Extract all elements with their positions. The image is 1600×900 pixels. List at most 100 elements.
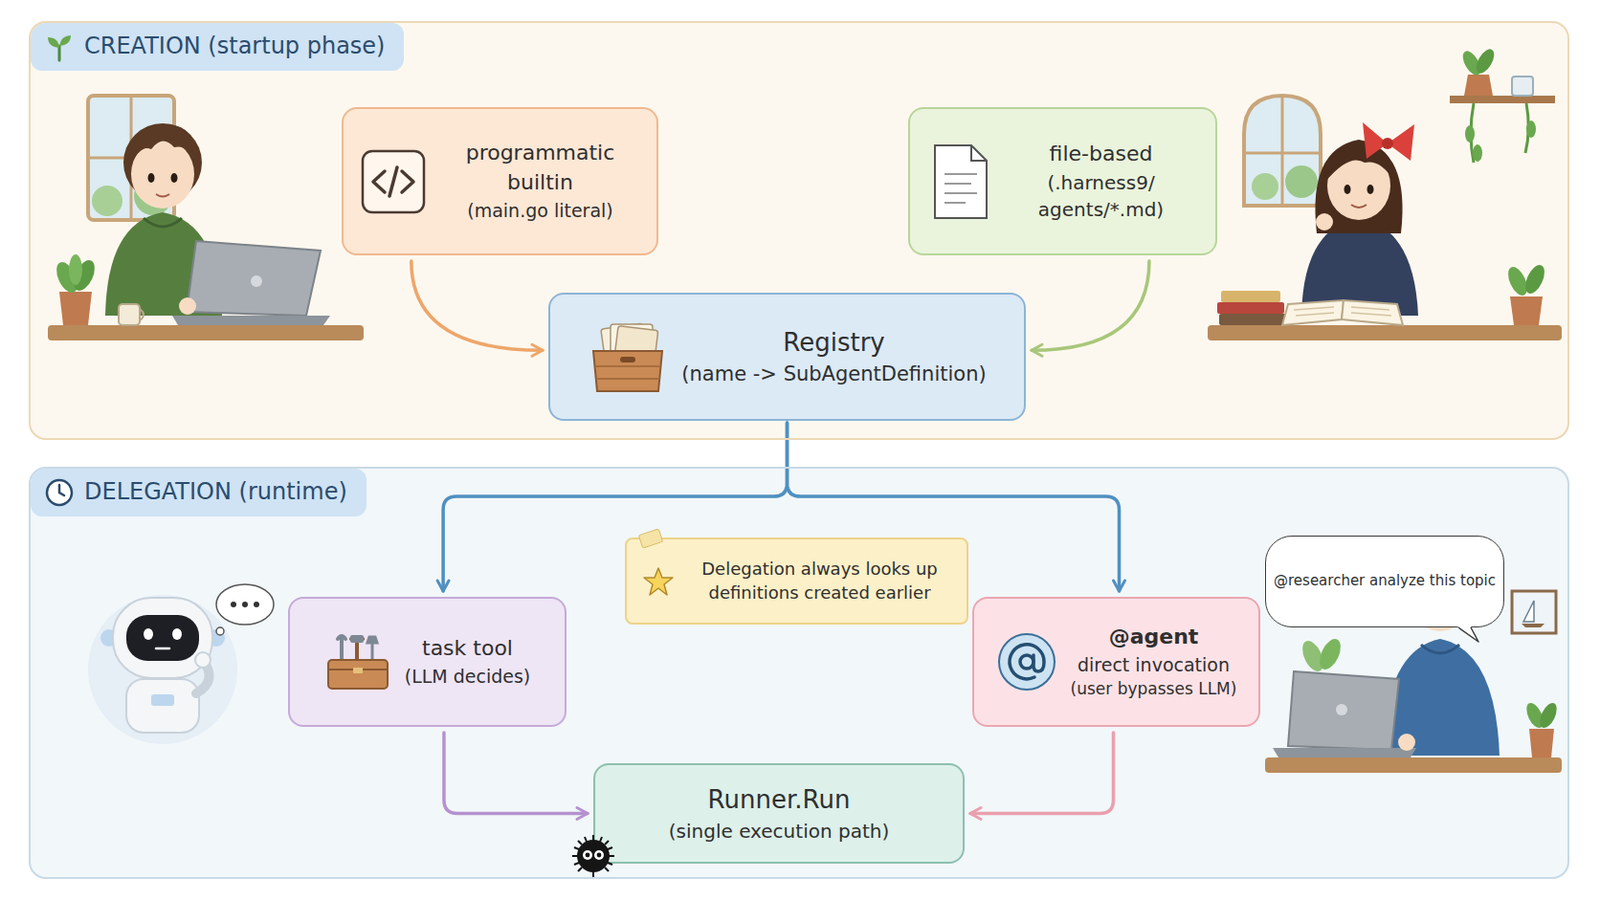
developer-figure bbox=[148, 173, 156, 183]
node-icon bbox=[929, 141, 993, 223]
developer-figure bbox=[128, 124, 200, 171]
heading-icon bbox=[44, 477, 75, 509]
reader-figure bbox=[1367, 184, 1375, 195]
developer-figure bbox=[178, 297, 197, 315]
text-column: Registry(name -> SubAgentDefinition) bbox=[681, 325, 986, 389]
reader-figure bbox=[1344, 184, 1352, 195]
node-icon bbox=[362, 151, 424, 213]
robot-figure bbox=[126, 615, 200, 662]
heading-icon bbox=[46, 480, 72, 506]
source-box: file-based(.harness9/ agents/*.md) bbox=[908, 107, 1218, 256]
band-ground bbox=[28, 21, 1570, 880]
decoration bbox=[570, 833, 617, 884]
reader-figure bbox=[1217, 302, 1285, 314]
text-column: task tool(LLM decides) bbox=[404, 634, 532, 689]
heading-icon bbox=[44, 31, 75, 63]
decoration bbox=[572, 835, 615, 878]
node-title: Registry bbox=[782, 325, 885, 360]
developer-figure bbox=[59, 291, 92, 326]
node-title: Runner.Run bbox=[708, 782, 851, 818]
node-subtitle: (LLM decides) bbox=[404, 664, 532, 690]
reader-figure bbox=[1244, 95, 1321, 206]
robot-figure bbox=[230, 601, 237, 608]
node-icon bbox=[593, 351, 663, 392]
user-figure bbox=[1398, 733, 1416, 752]
node-icon bbox=[353, 667, 363, 674]
node-icon bbox=[996, 631, 1058, 693]
developer-figure bbox=[172, 315, 331, 326]
decoration bbox=[582, 850, 593, 861]
node-icon bbox=[620, 356, 636, 363]
decoration bbox=[636, 528, 666, 552]
robot-figure bbox=[172, 628, 182, 641]
reader-figure bbox=[1449, 95, 1556, 104]
node-icon bbox=[1009, 644, 1045, 680]
reader-figure bbox=[1285, 165, 1318, 199]
node-icon bbox=[587, 318, 668, 396]
decoration bbox=[585, 853, 591, 859]
user-figure bbox=[1521, 623, 1545, 628]
user-figure bbox=[1421, 644, 1460, 654]
node-icon bbox=[1020, 655, 1034, 669]
robot-figure bbox=[143, 628, 154, 641]
robot-figure bbox=[88, 595, 238, 745]
user-figure bbox=[1265, 757, 1562, 774]
sticky-note: Delegation always looks up definitions c… bbox=[624, 537, 969, 625]
text-column: file-based(.harness9/ agents/*.md) bbox=[1005, 139, 1198, 223]
heading-icon bbox=[59, 485, 65, 496]
connector-arrow bbox=[444, 733, 588, 815]
user-figure bbox=[1536, 700, 1561, 731]
reader-figure bbox=[1341, 300, 1403, 326]
node-title: Delegation always looks up definitions c… bbox=[688, 557, 952, 605]
robot-figure bbox=[242, 601, 248, 608]
node-title: file-based bbox=[1049, 139, 1154, 170]
developer-figure bbox=[186, 241, 321, 316]
reader-figure bbox=[1351, 204, 1367, 208]
node-icon bbox=[644, 568, 673, 596]
developer-figure bbox=[139, 309, 144, 321]
heading-icon bbox=[47, 35, 71, 48]
node-icon bbox=[944, 174, 978, 203]
band-heading: CREATION (startup phase) bbox=[30, 22, 404, 71]
robot-figure bbox=[126, 679, 200, 734]
user-figure bbox=[1315, 636, 1346, 673]
user-figure bbox=[1523, 600, 1534, 623]
connector-arrow bbox=[1031, 261, 1150, 351]
reader-figure bbox=[1521, 262, 1549, 297]
decoration bbox=[594, 850, 604, 861]
heading-icon bbox=[44, 477, 75, 509]
reader-figure bbox=[1381, 137, 1394, 150]
node-icon bbox=[996, 631, 1058, 693]
user-figure bbox=[1529, 729, 1555, 758]
reader-figure bbox=[1282, 300, 1344, 326]
registry-box: Registry(name -> SubAgentDefinition) bbox=[548, 292, 1026, 422]
robot-figure bbox=[112, 598, 213, 679]
user-figure bbox=[1335, 704, 1348, 716]
node-title: @researcher analyze this topic bbox=[1273, 572, 1496, 592]
decoration bbox=[636, 528, 666, 556]
text-column: @agentdirect invocation(user bypasses LL… bbox=[1070, 622, 1238, 701]
user-figure bbox=[1272, 748, 1417, 758]
node-icon bbox=[324, 631, 392, 693]
developer-figure bbox=[171, 173, 178, 183]
developer-figure bbox=[68, 254, 83, 286]
reader-figure bbox=[1221, 290, 1281, 303]
node-icon bbox=[328, 660, 388, 689]
process-box: task tool(LLM decides) bbox=[288, 597, 567, 728]
node-title: task tool bbox=[422, 634, 513, 665]
developer-figure bbox=[47, 325, 364, 341]
reader-figure bbox=[1511, 76, 1534, 96]
reader-figure bbox=[1251, 173, 1279, 200]
node-subtitle: (name -> SubAgentDefinition) bbox=[681, 360, 986, 389]
node-icon bbox=[359, 148, 427, 216]
band-title: DELEGATION (runtime) bbox=[84, 476, 348, 510]
band-title: CREATION (startup phase) bbox=[84, 30, 385, 64]
reader-figure bbox=[1464, 74, 1493, 96]
node-icon bbox=[642, 565, 675, 599]
node-icon bbox=[929, 141, 993, 223]
decoration bbox=[570, 833, 617, 880]
reader-figure bbox=[1315, 213, 1334, 231]
robot-figure bbox=[155, 647, 170, 651]
developer-figure bbox=[47, 95, 364, 341]
